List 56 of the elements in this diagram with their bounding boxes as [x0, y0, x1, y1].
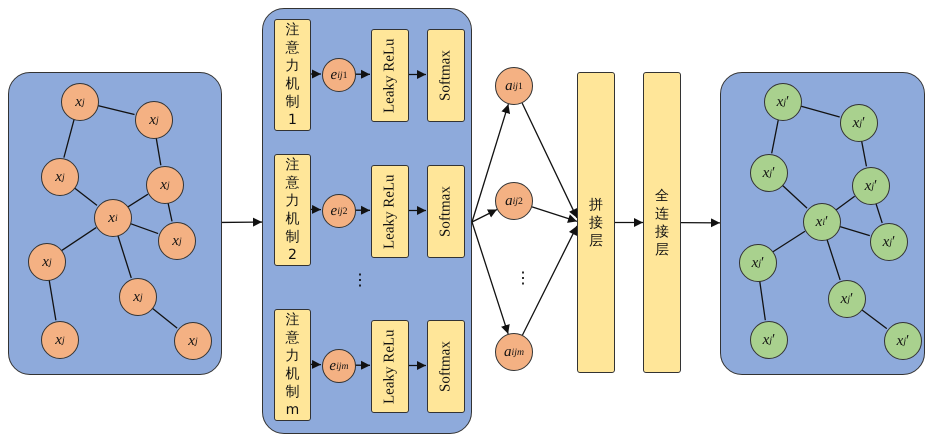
dense-layer-box: 全连接层 [643, 72, 681, 373]
connector-line [860, 140, 868, 166]
connector-line [74, 187, 98, 206]
activation-box: Leaky ReLu [371, 165, 409, 258]
arrow [522, 226, 578, 336]
attention-box: 注意力机制2 [274, 154, 311, 266]
concat-layer-box: 拼接层 [577, 72, 615, 373]
connector-line [130, 222, 158, 234]
connector-line [875, 202, 883, 224]
connector-line [860, 308, 888, 330]
arrow [355, 70, 370, 79]
connector-line [167, 202, 173, 222]
arrow [310, 204, 322, 214]
softmax-box: Softmax [427, 29, 465, 122]
connector-line [836, 196, 856, 210]
connector-line [48, 280, 57, 320]
connector-line [156, 138, 162, 166]
arrow [681, 218, 720, 228]
arrow [472, 208, 498, 223]
arrow [615, 218, 643, 227]
arrow [471, 104, 510, 222]
arrow [408, 361, 426, 370]
connector-line [782, 184, 808, 209]
connector-line [97, 104, 135, 116]
connector-line [771, 120, 779, 154]
arrow [408, 70, 426, 79]
arrow [355, 360, 370, 370]
connector-line [839, 226, 870, 236]
arrow [355, 206, 370, 215]
arrow [310, 70, 321, 78]
ellipsis-dots: ⋮ [515, 269, 531, 288]
connector-line [117, 234, 132, 278]
connector-line [772, 230, 806, 252]
softmax-box: Softmax [427, 165, 465, 258]
attention-box: 注意力机制m [274, 309, 311, 421]
activation-box: Leaky ReLu [371, 29, 409, 122]
attention-box: 注意力机制1 [274, 19, 311, 131]
softmax-box: Softmax [427, 320, 465, 413]
arrow [532, 206, 578, 223]
connector-line [759, 280, 766, 320]
connector-line [800, 105, 840, 118]
arrow [310, 360, 322, 369]
arrow [471, 222, 510, 334]
connector-line [151, 307, 178, 329]
ellipsis-dots: ⋮ [352, 271, 368, 290]
connector-line [128, 194, 148, 208]
connector-line [63, 119, 75, 158]
attention-panel [262, 8, 472, 434]
graph-panel [720, 72, 925, 375]
graph-panel [8, 72, 222, 375]
connector-line [826, 238, 841, 280]
connector-line [61, 227, 97, 251]
activation-box: Leaky ReLu [371, 320, 409, 413]
arrow [408, 206, 426, 215]
arrow [522, 102, 578, 218]
arrow [222, 218, 262, 227]
